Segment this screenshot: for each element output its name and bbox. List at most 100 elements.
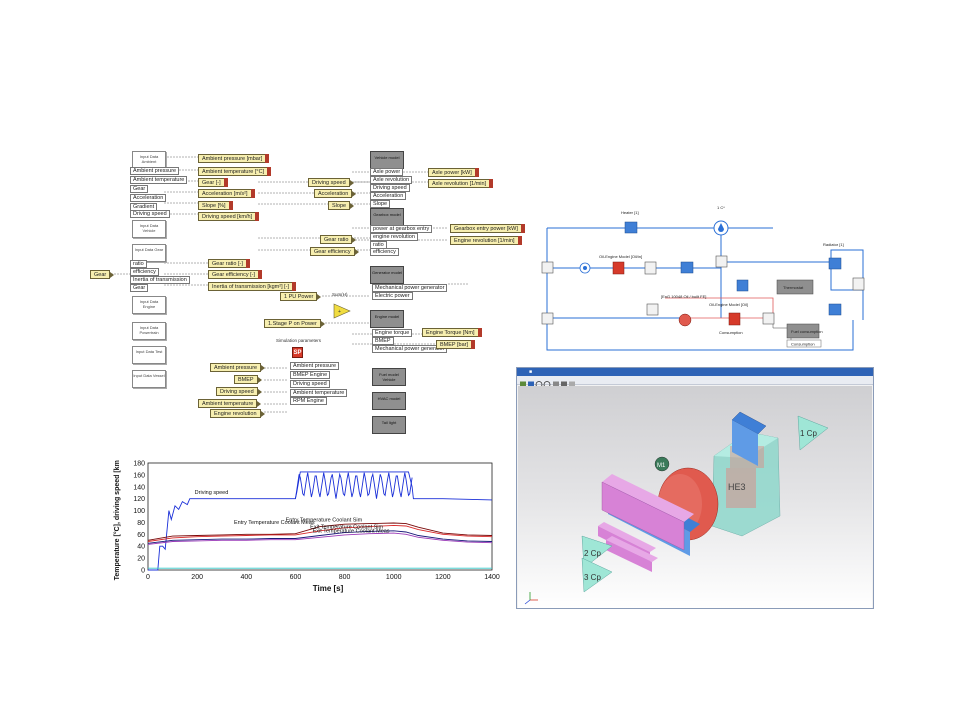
settings-icon[interactable] (569, 381, 575, 388)
chart-annotation: Entry Temperature Coolant Sim (286, 517, 363, 523)
y-tick-label: 40 (137, 544, 145, 551)
engine-heat-source-icon[interactable] (678, 313, 692, 327)
camera-icon[interactable] (561, 381, 567, 388)
input-port[interactable]: Gear efficiency (310, 247, 359, 256)
output-port[interactable]: Gear efficiency [-] (208, 270, 262, 279)
input-port[interactable]: 1.Stage P on Power (264, 319, 325, 328)
chart-annotation: Driving speed (195, 490, 229, 496)
thermostat-block[interactable] (776, 279, 814, 295)
input-port[interactable]: 1 PU Power (280, 292, 322, 301)
output-port[interactable]: Axle revolution [1/min] (428, 179, 494, 188)
input-port[interactable]: Ambient pressure (210, 363, 266, 372)
sum-label: Sum(H) (332, 292, 348, 297)
signal-label: Inertia of transmission (130, 276, 190, 284)
signal-label: Acceleration (130, 194, 167, 202)
cp-marker-3[interactable] (581, 557, 613, 593)
oil-engine-block[interactable] (612, 261, 625, 275)
hvac-model-block[interactable]: HVAC model (372, 392, 406, 410)
radiator-label: Radiator [1] (823, 242, 844, 247)
output-port[interactable]: Gear [-] (198, 178, 228, 187)
plate-stack-3d[interactable] (598, 474, 700, 572)
fuel-model-block[interactable]: Fuel model Vehicle (372, 368, 406, 386)
oil-model-block[interactable] (728, 312, 741, 326)
output-port[interactable]: Driving speed [km/h] (198, 212, 260, 221)
fuel-consumption-block[interactable] (786, 323, 820, 339)
output-port[interactable]: Gearbox entry power [kW] (450, 224, 525, 233)
series-line (148, 471, 493, 571)
radiator-block[interactable] (828, 303, 842, 316)
print-icon[interactable] (553, 381, 559, 388)
blue-radiator-3d[interactable] (731, 411, 767, 466)
input-port[interactable]: Acceleration (314, 189, 357, 198)
m1-marker[interactable] (654, 456, 670, 472)
signal-label: Ambient temperature (290, 389, 348, 397)
y-tick-label: 160 (133, 472, 145, 479)
cp-marker-2[interactable] (581, 535, 613, 569)
y-tick-label: 120 (133, 496, 145, 503)
junction-icon[interactable] (646, 303, 659, 316)
engine-model-block[interactable]: Engine model (370, 310, 404, 328)
series-line (147, 524, 493, 542)
x-tick-label: 400 (240, 574, 252, 581)
pump-icon[interactable] (541, 261, 554, 274)
3d-view-window[interactable]: ■ HE3 (516, 367, 874, 609)
output-port[interactable]: BMEP [bar] (436, 340, 476, 349)
heat-exchanger-icon[interactable] (644, 261, 657, 275)
output-port[interactable]: Acceleration [m/s²] (198, 189, 255, 198)
3d-view-title-bar[interactable]: ■ (517, 368, 873, 376)
output-port[interactable]: Ambient pressure [mbar] (198, 154, 270, 163)
input-port[interactable]: Ambient temperature (198, 399, 262, 408)
tank-label: 1 C* (717, 205, 725, 210)
vehicle-model-block[interactable]: Vehicle model (370, 151, 404, 169)
subsystem-block[interactable]: Input Data Engine (132, 296, 166, 314)
input-port[interactable]: Gear ratio (320, 235, 358, 244)
gearbox-model-block[interactable]: Gearbox model (370, 208, 404, 226)
cp-marker-1[interactable] (797, 415, 829, 451)
radiator-block[interactable] (828, 257, 842, 270)
input-port[interactable]: Engine revolution (210, 409, 264, 418)
junction-icon[interactable] (762, 312, 775, 325)
thermostat-valve[interactable] (736, 279, 749, 292)
y-tick-label: 20 (137, 556, 145, 563)
y-tick-label: 0 (141, 568, 145, 575)
output-port[interactable]: Gear ratio [-] (208, 259, 250, 268)
junction-icon[interactable] (715, 255, 728, 268)
heater-block[interactable] (624, 221, 638, 234)
toolbar-icon[interactable] (520, 381, 526, 388)
output-port[interactable]: Engine revolution [1/min] (450, 236, 522, 245)
valve-icon[interactable] (541, 312, 554, 325)
subsystem-block[interactable]: Input Data Powertrain (132, 322, 166, 340)
generator-model-block[interactable]: Generator model (370, 266, 404, 284)
input-port[interactable]: Slope (328, 201, 355, 210)
block-diagram: + Input Data Ambient Input Data Vehicle … (88, 148, 525, 438)
3d-canvas[interactable]: HE3 M1 (518, 386, 872, 608)
subsystem-block[interactable]: Input Data Vessel (132, 370, 166, 388)
simulation-parameters-badge[interactable]: SP (292, 347, 303, 358)
input-port[interactable]: Gear (90, 270, 115, 279)
tail-light-block[interactable]: Tail light (372, 416, 406, 434)
signal-label: Gear (130, 284, 149, 292)
toolbar-icon[interactable] (528, 381, 534, 388)
input-port[interactable]: Driving speed (308, 178, 354, 187)
output-port[interactable]: Inertia of transmission [kgm²] [-] (208, 282, 297, 291)
signal-label: Slope (370, 200, 391, 208)
subsystem-block[interactable]: Input Data Vehicle (132, 220, 166, 238)
output-port[interactable]: Axle power [kW] (428, 168, 479, 177)
window-icon: ■ (529, 369, 533, 375)
chart-annotation: Exit Temperature Coolant Sim (310, 524, 383, 530)
signal-label: Ambient pressure (290, 362, 340, 370)
sum-block[interactable] (333, 303, 351, 319)
output-port[interactable]: Engine Torque [Nm] (422, 328, 482, 337)
signal-label: Axle revolution (370, 176, 413, 184)
subsystem-block[interactable]: Input Data Test (132, 346, 166, 364)
chart-y-axis-label: Temperature [°C], driving speed [km/h] (113, 460, 121, 580)
input-port[interactable]: Driving speed (216, 387, 262, 396)
output-port[interactable]: Slope [%] (198, 201, 233, 210)
cooler-block[interactable] (680, 261, 694, 274)
fan-icon[interactable] (852, 277, 865, 291)
output-port[interactable]: Ambient temperature [°C] (198, 167, 272, 176)
subsystem-block[interactable]: Input Data Gear (132, 244, 166, 262)
input-port[interactable]: BMEP (234, 375, 262, 384)
signal-label: engine revolution (370, 233, 418, 241)
chart-annotation: Exit Temperature Coolant Meas (313, 529, 390, 535)
